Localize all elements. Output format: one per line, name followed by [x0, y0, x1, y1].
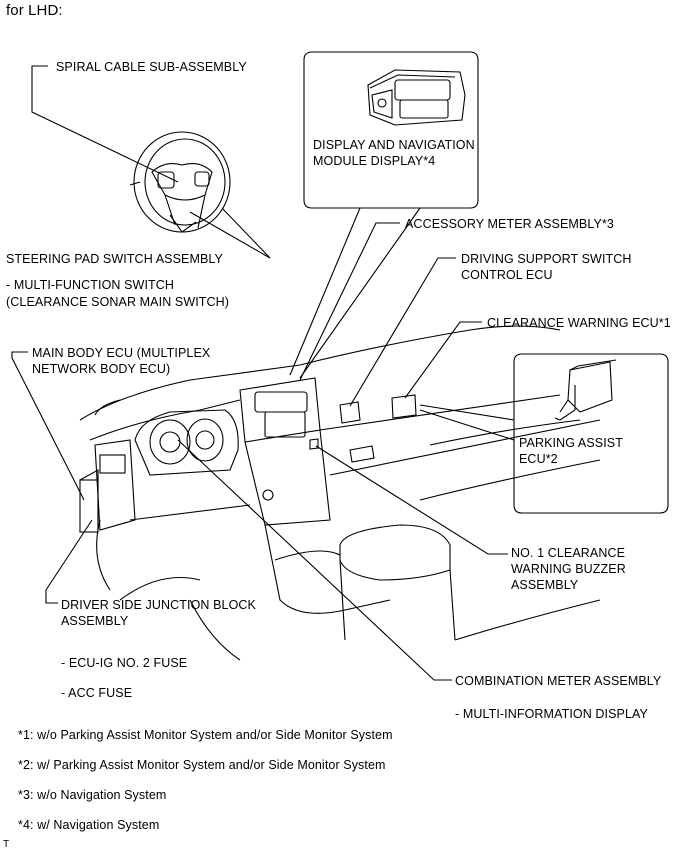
- page-header: for LHD:: [6, 2, 63, 19]
- leader-steering-pad-2: [189, 211, 271, 259]
- leader-junction-block: [45, 519, 93, 604]
- footer-mark: T: [3, 839, 10, 850]
- leader-accessory-meter: [299, 222, 400, 381]
- label-buzzer: NO. 1 CLEARANCE: [511, 546, 626, 560]
- label-display-nav-sub: MODULE DISPLAY*4: [313, 154, 436, 168]
- label-ecu-ig-fuse: - ECU-IG NO. 2 FUSE: [61, 656, 188, 670]
- label-combination-meter: COMBINATION METER ASSEMBLY: [455, 674, 662, 688]
- label-main-body-ecu: MAIN BODY ECU (MULTIPLEX: [32, 346, 211, 360]
- label-multi-function-switch: - MULTI-FUNCTION SWITCH: [6, 278, 175, 292]
- note-1: *1: w/o Parking Assist Monitor System an…: [18, 728, 393, 742]
- label-steering-pad-switch: STEERING PAD SWITCH ASSEMBLY: [6, 252, 223, 266]
- leader-clearance-ecu: [404, 321, 482, 399]
- display-nav-callout-box: [303, 51, 479, 209]
- label-junction-block: DRIVER SIDE JUNCTION BLOCK: [61, 598, 256, 612]
- label-buzzer-sub-1: WARNING BUZZER: [511, 562, 626, 576]
- display-nav-callout-funnel: [289, 207, 421, 379]
- label-display-nav: DISPLAY AND NAVIGATION: [313, 138, 475, 152]
- note-3: *3: w/o Navigation System: [18, 788, 167, 802]
- leader-combination-meter: [177, 439, 452, 681]
- leader-spiral-cable: [31, 65, 179, 183]
- leader-buzzer: [315, 445, 508, 555]
- label-buzzer-sub-2: ASSEMBLY: [511, 578, 579, 592]
- label-spiral-cable: SPIRAL CABLE SUB-ASSEMBLY: [56, 60, 247, 74]
- steering-wheel-sketch: [129, 131, 231, 233]
- label-accessory-meter: ACCESSORY METER ASSEMBLY*3: [405, 217, 614, 231]
- leader-steering-pad-1: [221, 207, 271, 259]
- leader-main-body-ecu: [11, 351, 85, 501]
- label-clearance-warning-ecu: CLEARANCE WARNING ECU*1: [487, 316, 671, 330]
- dashboard-sketch: [79, 325, 601, 661]
- label-parking-assist: PARKING ASSIST: [519, 436, 623, 450]
- parking-assist-callout-funnel: [419, 404, 515, 441]
- leader-driving-support: [349, 257, 456, 407]
- display-unit-sketch: [367, 69, 466, 126]
- label-junction-block-sub: ASSEMBLY: [61, 614, 129, 628]
- label-acc-fuse: - ACC FUSE: [61, 686, 133, 700]
- label-main-body-ecu-sub: NETWORK BODY ECU): [32, 362, 171, 376]
- label-multi-info-display: - MULTI-INFORMATION DISPLAY: [455, 707, 648, 721]
- note-4: *4: w/ Navigation System: [18, 818, 160, 832]
- label-driving-support-sub: CONTROL ECU: [461, 268, 553, 282]
- parking-assist-ecu-sketch: [554, 359, 617, 421]
- label-multi-function-switch-sub: (CLEARANCE SONAR MAIN SWITCH): [6, 295, 230, 309]
- label-parking-assist-sub: ECU*2: [519, 452, 558, 466]
- parking-assist-callout-box: [513, 353, 669, 514]
- note-2: *2: w/ Parking Assist Monitor System and…: [18, 758, 386, 772]
- label-driving-support: DRIVING SUPPORT SWITCH: [461, 252, 632, 266]
